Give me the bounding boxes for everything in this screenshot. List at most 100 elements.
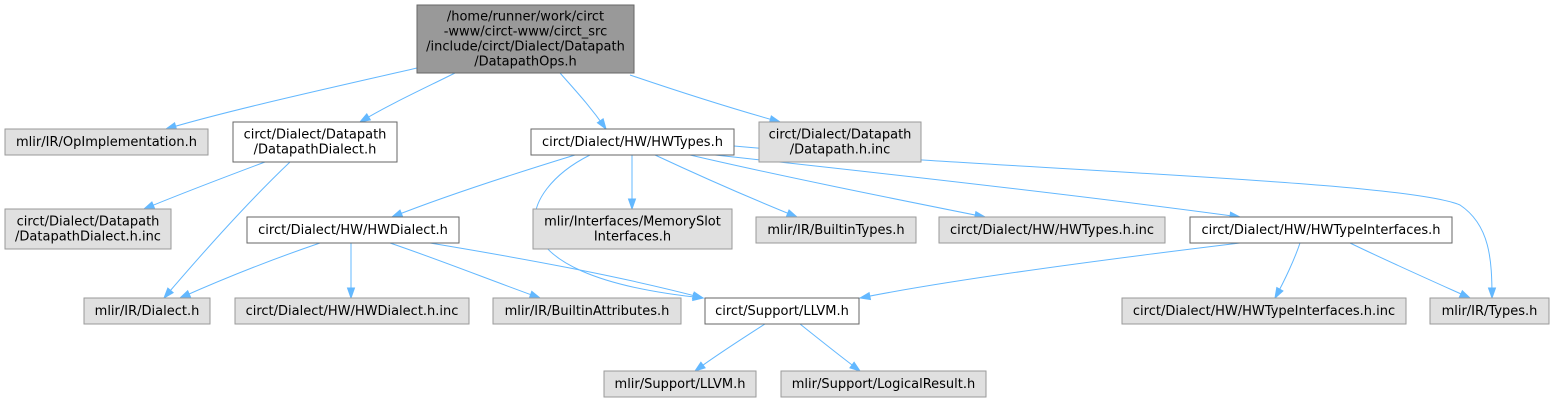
node-label-line: circt/Dialect/HW/HWTypeInterfaces.h.inc [1133, 304, 1395, 319]
node-box [416, 4, 635, 74]
node-dpinc: circt/Dialect/Datapath/Datapath.h.inc [758, 121, 922, 163]
node-hwtypesinc: circt/Dialect/HW/HWTypes.h.inc [938, 216, 1166, 244]
node-box [83, 297, 211, 325]
node-label-line: mlir/IR/Types.h [1442, 304, 1538, 319]
edge-line [1349, 242, 1471, 299]
node-label-line: circt/Dialect/HW/HWDialect.h [258, 223, 448, 238]
node-box [232, 121, 398, 163]
edge-arrowhead [142, 201, 156, 210]
node-label-line: mlir/IR/BuiltinTypes.h [767, 223, 904, 238]
edge-root-to-hwtypes [559, 72, 607, 131]
edge-line [859, 242, 1241, 299]
edge-arrowhead [596, 117, 607, 131]
node-box [4, 208, 172, 250]
node-box [755, 216, 917, 244]
edge-hwdialect-to-builtinattrs [389, 242, 542, 299]
edge-dpdialect-to-dpdialectinc [142, 161, 266, 210]
edge-arrowhead [849, 361, 862, 372]
edge-line [389, 242, 541, 299]
node-hwtypes[interactable]: circt/Dialect/HW/HWTypes.h [530, 128, 735, 156]
edge-hwtypes-to-hwdialect [390, 154, 576, 218]
edge-line [165, 67, 418, 130]
node-box [603, 370, 757, 398]
edge-hwdialect-to-hwdialectinc [346, 242, 356, 300]
node-box [530, 128, 735, 156]
node-root: /home/runner/work/circt-www/circt-www/ci… [416, 4, 635, 74]
node-opimpl: mlir/IR/OpImplementation.h [4, 128, 209, 156]
edge-arrowhead [390, 209, 404, 218]
node-types: mlir/IR/Types.h [1429, 297, 1550, 325]
edge-arrowhead [627, 198, 637, 211]
edge-line [733, 145, 1493, 299]
edge-line [391, 154, 576, 218]
node-box [780, 370, 987, 398]
edge-line [654, 154, 798, 218]
node-box [704, 297, 860, 325]
edge-arrowhead [178, 289, 192, 299]
node-box [1429, 297, 1550, 325]
edge-arrowhead [528, 290, 542, 299]
edge-arrowhead [1458, 289, 1472, 299]
node-box [234, 297, 470, 325]
node-label-line: circt/Dialect/HW/HWTypes.h.inc [950, 223, 1154, 238]
node-label-line: /DatapathOps.h [474, 55, 577, 70]
node-label-line: circt/Dialect/Datapath [17, 215, 160, 230]
node-label-line: circt/Dialect/HW/HWTypeInterfaces.h [1201, 223, 1440, 238]
edge-dpdialect-to-dialect [163, 161, 291, 300]
edge-arrowhead [858, 291, 872, 301]
edge-hwtypes-to-hwtypesinc [689, 154, 987, 220]
node-hwtypeif[interactable]: circt/Dialect/HW/HWTypeInterfaces.h [1189, 216, 1453, 244]
edge-arrowhead [346, 287, 356, 300]
node-label-line: Interfaces.h [594, 230, 671, 245]
node-label-line: circt/Dialect/Datapath [244, 128, 387, 143]
edge-hwtypes-to-types [733, 145, 1497, 300]
node-dialect: mlir/IR/Dialect.h [83, 297, 211, 325]
edge-arrowhead [693, 361, 706, 372]
edge-arrowhead [691, 291, 705, 300]
node-box [1121, 297, 1407, 325]
node-hwdialectinc: circt/Dialect/HW/HWDialect.h.inc [234, 297, 470, 325]
node-dpdialectinc: circt/Dialect/Datapath/DatapathDialect.h… [4, 208, 172, 250]
edge-hwdialect-to-dialect [178, 242, 321, 299]
node-label-line: /include/circt/Dialect/Datapath [426, 40, 625, 55]
node-llvm[interactable]: circt/Support/LLVM.h [704, 297, 860, 325]
node-builtinattrs: mlir/IR/BuiltinAttributes.h [492, 297, 682, 325]
nodes-layer: /home/runner/work/circt-www/circt-www/ci… [4, 4, 1550, 398]
edge-line [689, 154, 986, 218]
edge-hwtypeif-to-llvm [858, 242, 1241, 301]
edge-line [694, 323, 766, 372]
node-label-line: /DatapathDialect.h.inc [15, 230, 161, 245]
node-label-line: mlir/IR/OpImplementation.h [16, 135, 197, 150]
edge-root-to-dpinc [629, 74, 782, 124]
node-dpdialect[interactable]: circt/Dialect/Datapath/DatapathDialect.h [232, 121, 398, 163]
edge-llvm-to-logicalresult [799, 323, 862, 372]
node-box [532, 208, 733, 250]
edge-llvm-to-mlirllvm [693, 323, 766, 372]
node-label-line: mlir/IR/Dialect.h [95, 304, 200, 319]
edge-hwtypeif-to-types [1349, 242, 1472, 299]
edge-line [359, 72, 456, 123]
node-logicalresult: mlir/Support/LogicalResult.h [780, 370, 987, 398]
edge-hwtypes-to-memslot [627, 154, 637, 211]
edge-line [429, 242, 704, 299]
node-hwtypeifinc: circt/Dialect/HW/HWTypeInterfaces.h.inc [1121, 297, 1407, 325]
node-label-line: /Datapath.h.inc [790, 143, 890, 158]
node-box [1189, 216, 1453, 244]
node-label-line: circt/Dialect/HW/HWDialect.h.inc [246, 304, 459, 319]
node-hwdialect[interactable]: circt/Dialect/HW/HWDialect.h [246, 216, 460, 244]
edge-arrowhead [785, 209, 799, 218]
node-box [246, 216, 460, 244]
edge-hwtypeif-to-hwtypeifinc [1274, 242, 1301, 300]
edge-hwtypes-to-hwtypeif [714, 154, 1242, 220]
node-mlirllvm: mlir/Support/LLVM.h [603, 370, 757, 398]
edge-arrowhead [163, 287, 175, 300]
edge-hwdialect-to-llvm [429, 242, 705, 300]
node-box [492, 297, 682, 325]
node-label-line: circt/Dialect/HW/HWTypes.h [542, 135, 723, 150]
node-label-line: mlir/Support/LogicalResult.h [792, 377, 975, 392]
node-label-line: mlir/IR/BuiltinAttributes.h [505, 304, 670, 319]
node-builtintypes: mlir/IR/BuiltinTypes.h [755, 216, 917, 244]
edge-line [143, 161, 266, 210]
